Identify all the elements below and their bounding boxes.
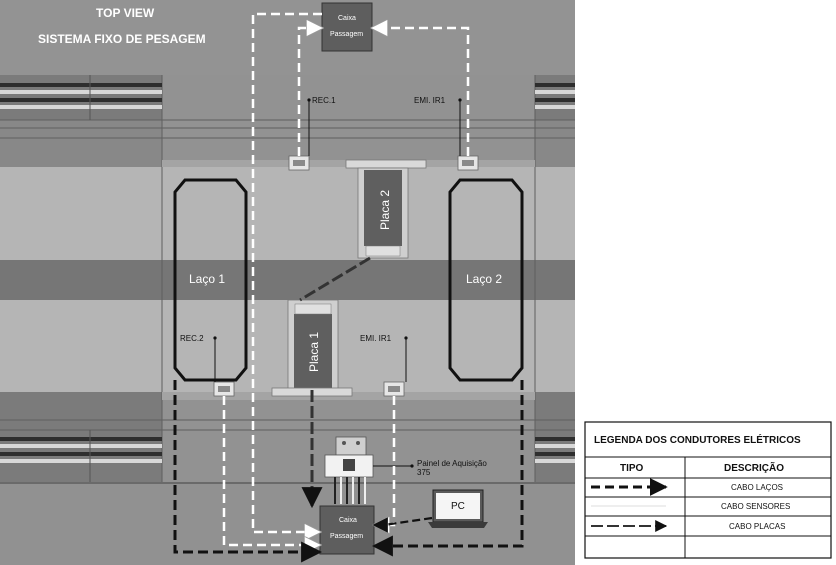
legend-row-placa: CABO PLACAS [729, 522, 785, 531]
sensor-emi-top [457, 98, 479, 171]
sensor-rec1-label: REC.1 [312, 96, 336, 105]
acquisition-panel [324, 436, 414, 478]
junction-box-top-label-2: Passagem [330, 31, 363, 38]
sensor-emi-bottom [383, 336, 408, 397]
sensor-emi-bottom-label: EMI. IR1 [360, 334, 392, 343]
loop-2 [448, 178, 524, 382]
cable-loops [173, 380, 524, 563]
plate-2 [345, 159, 427, 259]
acquisition-panel-label-2: 375 [417, 468, 431, 477]
loop-1 [173, 178, 248, 382]
plate-2-label: Placa 2 [378, 190, 392, 230]
sensor-rec2-label: REC.2 [180, 334, 204, 343]
loop-2-label: Laço 2 [466, 272, 502, 286]
junction-box-top [321, 2, 373, 52]
junction-box-top-label-1: Caixa [338, 15, 356, 22]
sensor-emi-top-label: EMI. IR1 [414, 96, 446, 105]
legend-row-laco: CABO LAÇOS [731, 483, 783, 492]
sensor-rec1 [288, 98, 311, 171]
pc-laptop [428, 489, 488, 528]
title-system: SISTEMA FIXO DE PESAGEM [38, 32, 206, 46]
acquisition-panel-label-1: Painel de Aquisição [417, 459, 487, 468]
road-background [0, 0, 575, 565]
panel-cable-bundle [334, 477, 366, 504]
plate-1-label: Placa 1 [307, 332, 321, 372]
legend-col-tipo: TIPO [620, 463, 644, 474]
legend-table [584, 421, 832, 559]
junction-box-bottom-label-2: Passagem [330, 533, 363, 540]
cable-plates [299, 256, 433, 533]
legend-title: LEGENDA DOS CONDUTORES ELÉTRICOS [594, 433, 801, 446]
junction-box-bottom [319, 505, 375, 555]
loop-1-label: Laço 1 [189, 272, 225, 286]
cable-sensors [222, 12, 470, 545]
pc-label: PC [451, 501, 465, 512]
legend-col-descricao: DESCRIÇÃO [724, 461, 784, 474]
legend-row-sensor: CABO SENSORES [721, 502, 790, 511]
junction-box-bottom-label-1: Caixa [339, 517, 357, 524]
title-top-view: TOP VIEW [96, 6, 155, 20]
